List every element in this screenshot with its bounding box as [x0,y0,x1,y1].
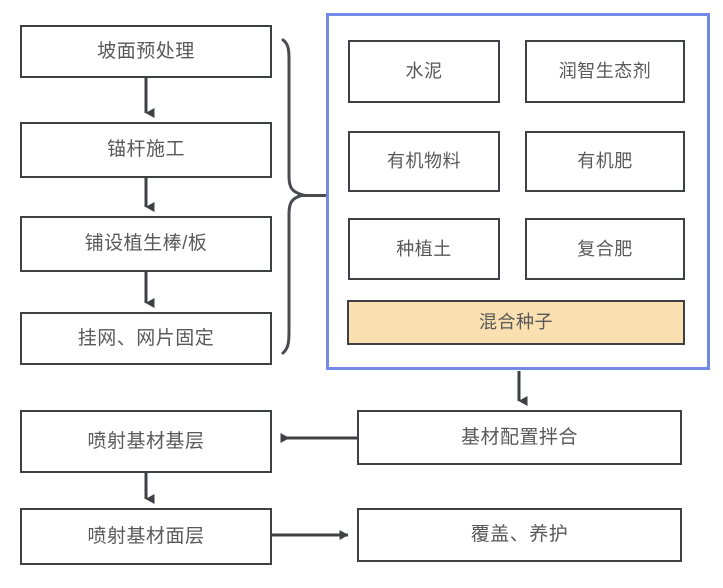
node-hang-mesh-fixing[interactable]: 挂网、网片固定 [20,312,272,365]
node-anchor-construction[interactable]: 锚杆施工 [20,122,272,178]
node-spray-substrate-base-layer[interactable]: 喷射基材基层 [20,410,272,473]
node-slope-pretreatment[interactable]: 坡面预处理 [20,25,272,78]
node-lay-planting-rod-board[interactable]: 铺设植生棒/板 [20,216,272,272]
node-material-cement[interactable]: 水泥 [348,40,500,103]
node-material-organic-matter[interactable]: 有机物料 [348,131,500,192]
node-substrate-mixing[interactable]: 基材配置拌合 [357,410,682,465]
node-material-runzhi-eco-agent[interactable]: 润智生态剂 [525,40,685,103]
curly-brace-icon [281,38,309,355]
node-spray-substrate-surface-layer[interactable]: 喷射基材面层 [20,508,272,565]
node-material-planting-soil[interactable]: 种植土 [348,218,500,280]
node-material-compound-fertilizer[interactable]: 复合肥 [525,218,685,280]
node-material-mixed-seeds[interactable]: 混合种子 [347,300,685,345]
node-cover-and-maintenance[interactable]: 覆盖、养护 [357,508,682,562]
node-material-organic-fertilizer[interactable]: 有机肥 [525,131,685,192]
